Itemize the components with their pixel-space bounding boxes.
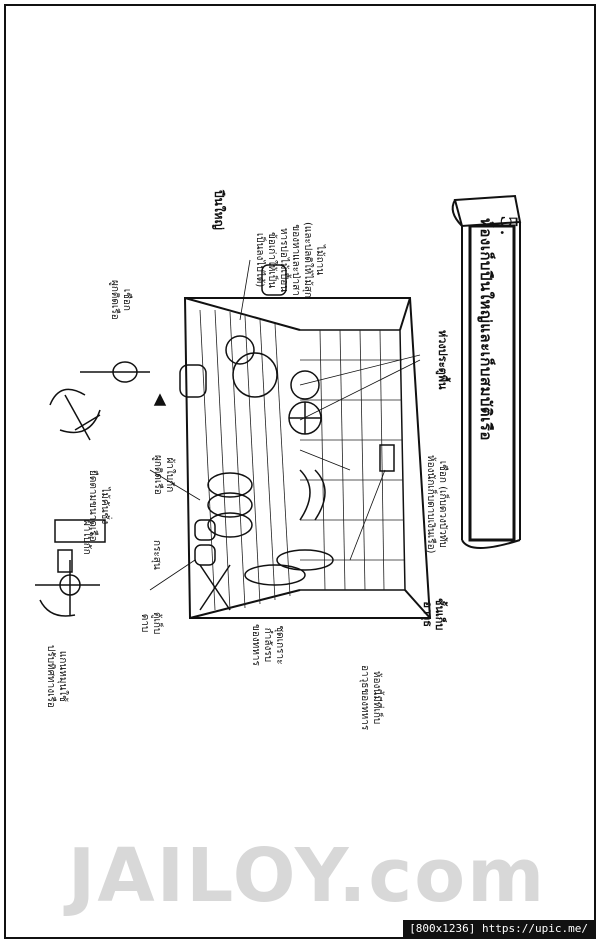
leader-lines [149, 259, 421, 591]
label-pulley: ไม้คันชั่ง ยืดตามขนาดเรือ [87, 470, 110, 542]
page-frame [4, 4, 596, 939]
page-number: 5. [495, 215, 520, 236]
label-cabinet: ตู้เก็บ ดาบ [139, 612, 162, 635]
label-bullet: ห้องนี้มีที่เก็บ อาวุธของทหาร [359, 665, 382, 731]
label-gunpowder: ไม้ถาน (และปลดิให้ไม้สุก ของหาและป่าสา ห… [254, 222, 325, 299]
mechanism-diagrams [35, 361, 167, 617]
label-rope-left: เชือก ผูกติดเรือ [109, 280, 132, 320]
footer-tag[interactable]: [800x1236] https://upic.me/ [403, 920, 594, 938]
label-cannon: ปืนใหญ่ [212, 190, 226, 230]
hold-objects [179, 264, 395, 611]
label-net: กระสุน [151, 540, 162, 570]
room-outline [183, 297, 432, 619]
label-mast: แกนหมุนใช้ ปรับทิศทางเรือ [45, 645, 68, 708]
banner-title: ห้องเก็บปืนใหญ่และเก็บสมบัติเรือ [477, 218, 495, 441]
label-rope-note: เชือก (เก็บดวงบัวทับ ห้องนักเก็บดาบเงินเ… [425, 455, 448, 554]
watermark: JAILOY.com [67, 833, 547, 919]
label-hatch: ห่วงประตูพื้น [436, 330, 449, 390]
banner-scroll [451, 194, 522, 549]
wall-hatching [199, 309, 404, 611]
label-armory: ชุดเกราะ กำลังรบ ของทหาร [250, 624, 285, 666]
label-shelf: ชั้นเก็บ อาวุธ [421, 598, 446, 631]
label-rope-mid: ผ้าใบกัก ผูกติดเรือ [152, 455, 175, 495]
